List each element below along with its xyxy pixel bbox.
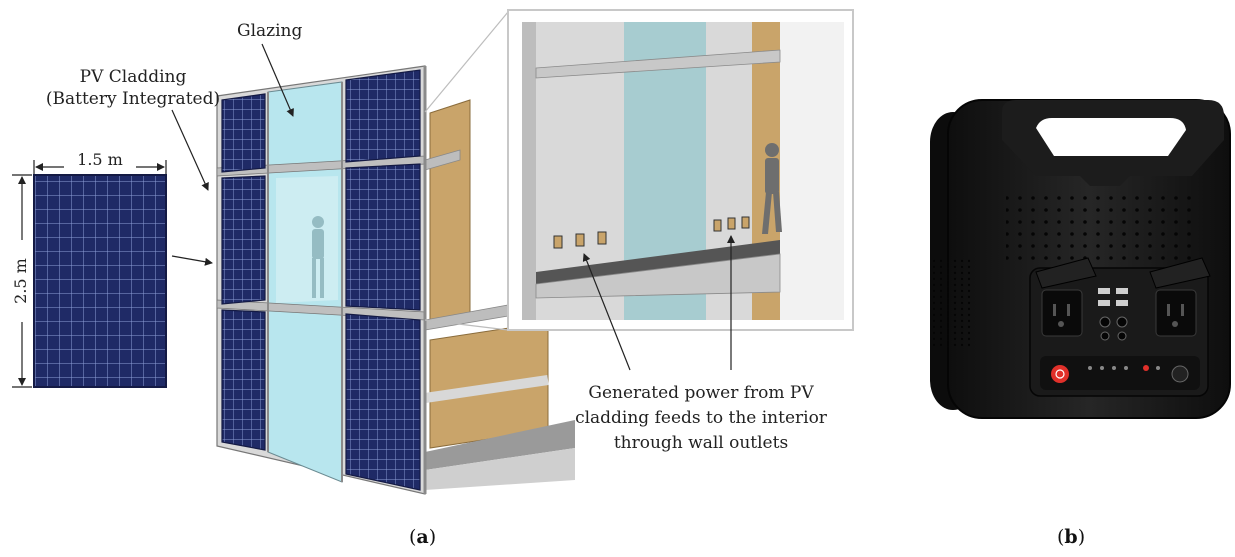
ac-outlet-left: [1041, 289, 1083, 337]
power-button: [1051, 365, 1069, 383]
width-label: 1.5 m: [77, 150, 123, 169]
panel-a: 1.5 m 2.5 m: [11, 9, 854, 495]
height-label: 2.5 m: [11, 258, 30, 304]
height-dimension: [12, 174, 32, 388]
vent-grille: [1006, 190, 1200, 260]
pv-cladding-label-line2: (Battery Integrated): [46, 89, 220, 109]
caption-b: (b): [1057, 526, 1086, 548]
panel-to-facade-arrow: [171, 255, 213, 266]
indicator-leds: [1088, 365, 1160, 371]
pv-cladding-label-line1: PV Cladding: [80, 67, 187, 87]
pv-cladding-arrow: [171, 109, 209, 191]
zoom-line-bottom: [424, 319, 509, 331]
ac-outlet-right: [1155, 289, 1197, 337]
width-dimension: [33, 160, 167, 174]
interior-inset: [507, 9, 854, 331]
person-silhouette: [762, 143, 782, 234]
wall-outlets-left: [553, 231, 607, 249]
wall-outlets-right: [713, 216, 750, 232]
outlet-arrow-left: [582, 253, 631, 371]
power-note-line3: through wall outlets: [614, 433, 788, 453]
glazing-label: Glazing: [237, 21, 302, 41]
power-note-line1: Generated power from PV: [588, 383, 814, 403]
glazing-arrow: [261, 43, 294, 117]
zoom-line-top: [424, 11, 509, 113]
single-pv-panel: [33, 174, 167, 388]
panel-b-power-station: [930, 99, 1231, 419]
usb-ports: [1098, 288, 1128, 341]
power-note-line2: cladding feeds to the interior: [575, 408, 828, 428]
caption-a: (a): [409, 526, 437, 548]
facade-pv-panels: [221, 69, 421, 491]
